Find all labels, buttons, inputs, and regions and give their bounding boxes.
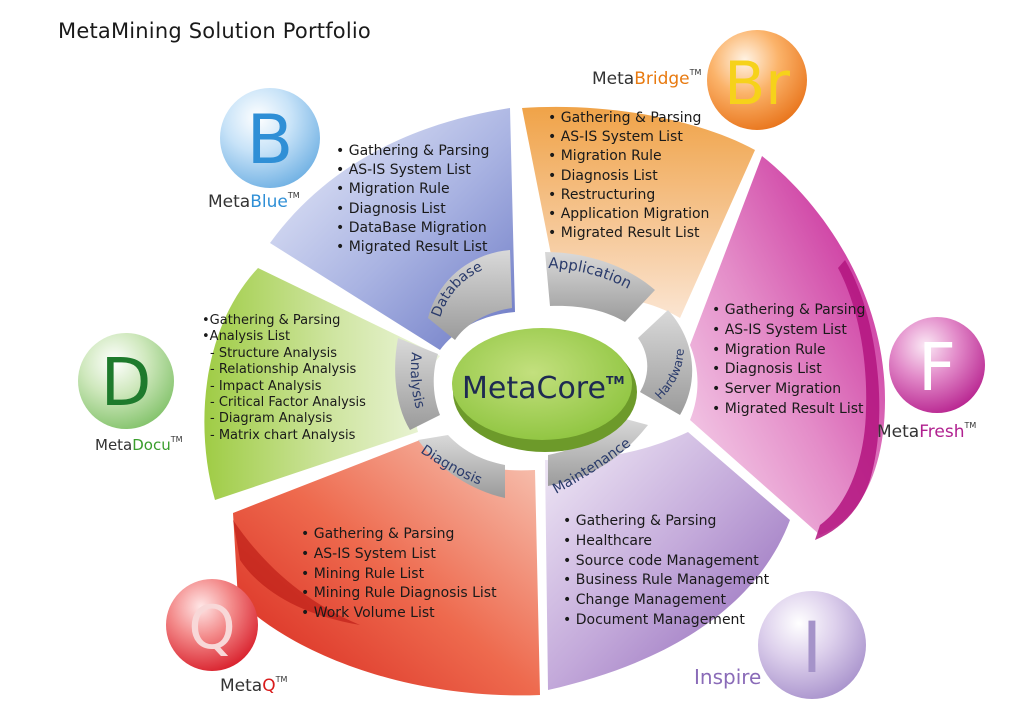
ring-application bbox=[545, 252, 655, 322]
database-list: Gathering & Parsing AS-IS System List Mi… bbox=[336, 142, 490, 257]
list-item: Migration Rule bbox=[336, 180, 489, 199]
list-item: Migration Rule bbox=[548, 147, 709, 166]
metadocu-letter: D bbox=[101, 344, 152, 421]
list-item: Gathering & Parsing bbox=[301, 525, 497, 545]
metablue-letter: B bbox=[247, 101, 294, 180]
list-item: Diagnosis List bbox=[712, 360, 865, 380]
metablue-orb bbox=[220, 88, 320, 188]
list-item: Structure Analysis bbox=[202, 346, 366, 362]
list-item: Migrated Result List bbox=[336, 238, 489, 257]
list-item: Migrated Result List bbox=[548, 224, 709, 243]
list-item: Critical Factor Analysis bbox=[202, 395, 366, 411]
metacore-label: MetaCoreTM bbox=[462, 371, 624, 406]
metabridge-brand: MetaBridgeTM bbox=[592, 68, 702, 89]
metadocu-brand: MetaDocuTM bbox=[95, 435, 183, 454]
list-item: Business Rule Management bbox=[563, 571, 769, 591]
list-item: Diagnosis List bbox=[336, 200, 489, 219]
list-item: AS-IS System List bbox=[548, 128, 709, 147]
ring-diagnosis bbox=[418, 435, 505, 498]
list-item: Analysis List bbox=[202, 329, 366, 345]
list-item: Matrix chart Analysis bbox=[202, 428, 366, 444]
list-item: Gathering & Parsing bbox=[336, 142, 490, 161]
metafresh-brand: MetaFreshTM bbox=[877, 421, 977, 442]
ring-maintenance bbox=[548, 418, 648, 486]
metabridge-orb bbox=[707, 30, 807, 130]
list-item: Diagram Analysis bbox=[202, 411, 366, 427]
list-item: Diagnosis List bbox=[548, 167, 709, 186]
inspire-orb bbox=[758, 591, 866, 699]
metablue-brand: MetaBlueTM bbox=[208, 191, 300, 212]
metadocu-orb bbox=[78, 333, 174, 429]
list-item: AS-IS System List bbox=[301, 545, 497, 565]
metaq-brand: MetaQTM bbox=[220, 675, 288, 696]
inspire-letter: I bbox=[802, 607, 823, 689]
metafresh-letter: F bbox=[918, 329, 956, 406]
list-item: Healthcare bbox=[563, 532, 769, 552]
metabridge-letter: Br bbox=[724, 49, 790, 119]
application-list: Gathering & Parsing AS-IS System List Mi… bbox=[548, 109, 710, 243]
list-item: AS-IS System List bbox=[712, 321, 865, 341]
list-item: AS-IS System List bbox=[336, 161, 489, 180]
segment-diagnosis-edge bbox=[233, 520, 360, 625]
diagnosis-list: Gathering & Parsing AS-IS System List Mi… bbox=[301, 525, 497, 624]
hardware-list: Gathering & Parsing AS-IS System List Mi… bbox=[712, 301, 866, 420]
list-item: Document Management bbox=[563, 611, 769, 631]
list-item: Mining Rule Diagnosis List bbox=[301, 584, 497, 604]
ring-analysis bbox=[395, 338, 440, 430]
list-item: Server Migration bbox=[712, 380, 865, 400]
list-item: Gathering & Parsing bbox=[712, 301, 866, 321]
metacore-hub bbox=[452, 328, 632, 440]
list-item: Mining Rule List bbox=[301, 565, 497, 585]
list-item: Application Migration bbox=[548, 205, 710, 224]
list-item: Change Management bbox=[563, 591, 769, 611]
maintenance-list: Gathering & Parsing Healthcare Source co… bbox=[563, 512, 769, 631]
list-item: Impact Analysis bbox=[202, 379, 366, 395]
ring-hardware bbox=[638, 310, 693, 415]
list-item: Gathering & Parsing bbox=[202, 313, 366, 329]
list-item: Source code Management bbox=[563, 552, 769, 572]
list-item: Work Volume List bbox=[301, 604, 497, 624]
analysis-list: Gathering & Parsing Analysis List Struct… bbox=[202, 313, 366, 444]
list-item: Relationship Analysis bbox=[202, 362, 366, 378]
page-title: MetaMining Solution Portfolio bbox=[58, 19, 371, 43]
ring-database bbox=[428, 250, 512, 340]
metaq-letter: Q bbox=[188, 593, 235, 663]
list-item: DataBase Migration bbox=[336, 219, 489, 238]
inspire-brand: Inspire bbox=[694, 665, 762, 689]
list-item: Gathering & Parsing bbox=[563, 512, 769, 532]
list-item: Migrated Result List bbox=[712, 400, 865, 420]
list-item: Gathering & Parsing bbox=[548, 109, 709, 128]
metafresh-orb bbox=[889, 317, 985, 413]
ring-label-analysis: Analysis bbox=[407, 352, 428, 411]
list-item: Migration Rule bbox=[712, 341, 865, 361]
list-item: Restructuring bbox=[548, 186, 709, 205]
metaq-orb bbox=[166, 579, 258, 671]
